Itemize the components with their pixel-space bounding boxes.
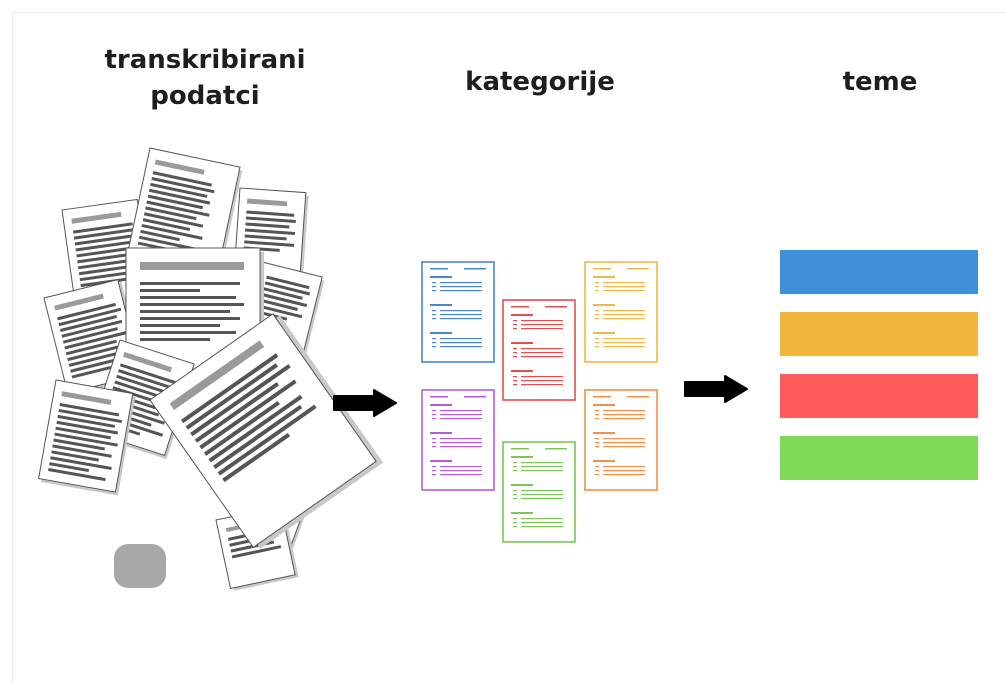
theme-bar bbox=[780, 250, 978, 294]
coffee-stain bbox=[114, 544, 166, 588]
document-page bbox=[38, 379, 136, 496]
arrow-right-icon bbox=[684, 375, 748, 403]
category-document bbox=[502, 441, 576, 543]
category-document bbox=[584, 261, 658, 363]
arrow-right-icon bbox=[333, 389, 397, 417]
category-document bbox=[421, 389, 495, 491]
document-page bbox=[149, 313, 384, 549]
theme-bar bbox=[780, 374, 978, 418]
category-document bbox=[502, 299, 576, 401]
step-title-themes: teme bbox=[842, 67, 918, 97]
diagram-frame bbox=[12, 12, 1006, 682]
category-document bbox=[584, 389, 658, 491]
step-title-line-2: podatci bbox=[150, 81, 260, 111]
step-title-categories: kategorije bbox=[465, 67, 615, 97]
category-document bbox=[421, 261, 495, 363]
step-title-transcribed-data: transkribirani podatci bbox=[90, 42, 320, 114]
step-title-line-1: transkribirani bbox=[104, 45, 306, 75]
theme-bar bbox=[780, 436, 978, 480]
theme-bar bbox=[780, 312, 978, 356]
